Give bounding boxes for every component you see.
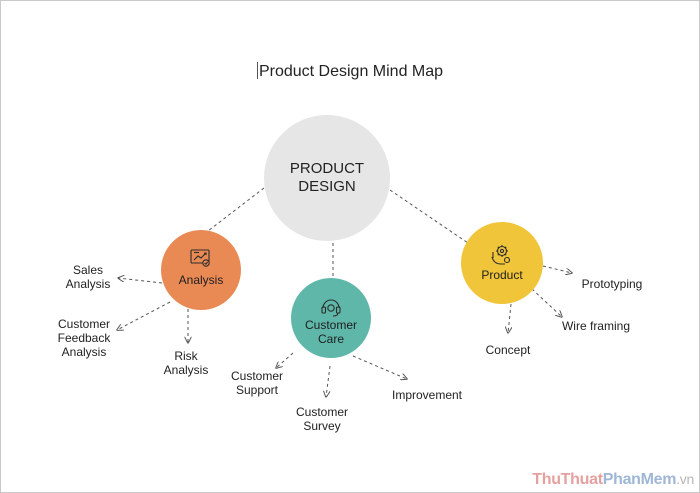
watermark: ThuThuatPhanMem.vn: [532, 471, 694, 489]
connector-center-analysis: [207, 187, 265, 232]
center-node: [264, 115, 390, 241]
arrow-wire-framing: [531, 288, 562, 317]
product-node: [461, 222, 543, 304]
text-cursor: [256, 62, 258, 79]
child-wire-framing: Wire framing: [561, 319, 630, 333]
child-customer-support: Customer Support: [230, 369, 283, 397]
child-concept: Concept: [485, 343, 531, 357]
arrow-improvement: [352, 355, 407, 379]
child-improvement: Improvement: [391, 388, 463, 402]
center-node-label: PRODUCT DESIGN: [289, 160, 365, 195]
watermark-part3: .vn: [676, 471, 694, 487]
child-sales-analysis: Sales Analysis: [65, 263, 111, 291]
child-customer-survey: Customer Survey: [295, 405, 348, 433]
child-risk-analysis: Risk Analysis: [163, 349, 209, 377]
product-node-label: Product: [481, 268, 523, 282]
child-prototyping: Prototyping: [581, 277, 643, 291]
watermark-part2: PhanMem: [602, 471, 677, 488]
connector-center-product: [389, 189, 469, 244]
arrow-customer-survey: [326, 365, 331, 397]
diagram-title: Product Design Mind Map: [0, 62, 700, 81]
arrow-sales-analysis: [118, 278, 163, 284]
child-customer-feedback-analysis: Customer Feedback Analysis: [57, 317, 111, 359]
analysis-node: [161, 230, 241, 310]
arrow-customer-support: [276, 352, 294, 368]
arrow-concept: [508, 303, 511, 333]
customer-care-node: [291, 278, 371, 358]
diagram-title-text: Product Design Mind Map: [258, 63, 444, 80]
watermark-part1: ThuThuat: [532, 471, 603, 488]
arrow-customer-feedback: [117, 301, 171, 330]
gear-hand-icon: [491, 245, 511, 265]
chart-icon: [190, 249, 210, 267]
headset-icon: [321, 299, 341, 317]
arrow-prototyping: [542, 265, 572, 273]
customer-care-node-label: Customer Care: [304, 318, 357, 346]
analysis-node-label: Analysis: [178, 273, 224, 287]
